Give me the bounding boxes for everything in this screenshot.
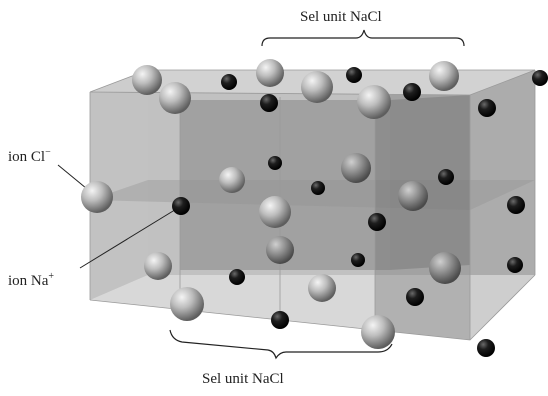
na-leader-line [79,207,179,269]
chloride-ions [81,59,461,349]
chloride-ion-text: ion Cl [8,149,46,165]
na-ion [311,181,325,195]
box-left-face [90,70,148,300]
cl-ion [159,82,191,114]
na-ion [229,269,245,285]
na-ion [532,70,548,86]
na-ion [478,99,496,117]
cl-ion [429,252,461,284]
cl-ion [429,61,459,91]
na-ion [403,83,421,101]
na-ion [368,213,386,231]
cl-ion [259,196,291,228]
top-unit-cell-bracket [261,29,465,47]
cl-ion [81,181,113,213]
bottom-unit-cell-bracket [169,329,393,360]
na-ion [507,196,525,214]
inner-dark-block-right [390,95,470,270]
na-ion [221,74,237,90]
right-dark-block [375,95,470,340]
cl-ion [341,153,371,183]
cl-ion [144,252,172,280]
box-bottom-face [90,275,535,340]
top-unit-cell-label: Sel unit NaCl [300,9,382,25]
bottom-unit-cell-label: Sel unit NaCl [202,371,284,387]
cl-ion [357,85,391,119]
box-right-face [470,70,535,340]
chloride-charge: − [45,147,51,158]
cl-ion [361,315,395,349]
cl-ion [308,274,336,302]
cl-ion [398,181,428,211]
sodium-ions [172,67,548,357]
sodium-ion-text: ion Na [8,273,49,289]
chloride-ion-label: ion Cl− [8,148,51,165]
na-ion [172,197,190,215]
crystal-box [89,69,536,341]
cl-ion [132,65,162,95]
na-ion [346,67,362,83]
na-ion [351,253,365,267]
na-ion [507,257,523,273]
cl-ion [256,59,284,87]
cl-ion [219,167,245,193]
sodium-ion-label: ion Na+ [8,272,54,289]
na-ion [268,156,282,170]
inner-dark-block [180,100,390,270]
cl-ion [301,71,333,103]
na-ion [438,169,454,185]
na-ion [271,311,289,329]
na-ion [406,288,424,306]
cl-ion [170,287,204,321]
na-ion [260,94,278,112]
sodium-charge: + [48,271,55,282]
na-ion [477,339,495,357]
cl-ion [266,236,294,264]
